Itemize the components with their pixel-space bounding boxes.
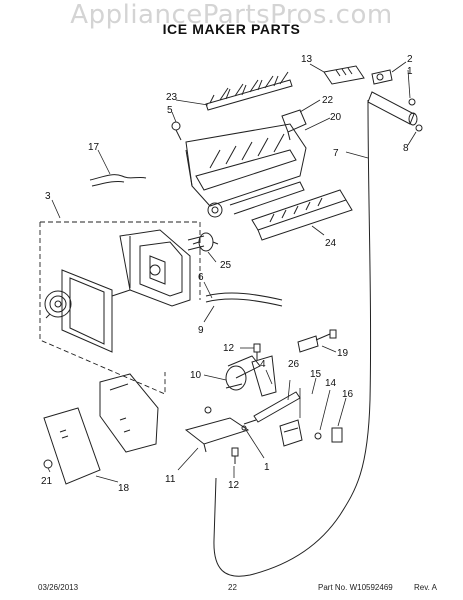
callout-2: 2 xyxy=(407,54,413,65)
callout-15: 15 xyxy=(310,369,322,380)
cover-13 xyxy=(323,65,365,85)
screw-5 xyxy=(171,121,182,141)
fill-tube-8 xyxy=(367,91,418,126)
clip-15 xyxy=(279,419,303,447)
gear-25 xyxy=(192,232,219,252)
screw-8 xyxy=(415,124,423,132)
fill-tube-inlet-2 xyxy=(371,69,393,85)
control-housing xyxy=(119,229,205,307)
callout-16: 16 xyxy=(342,389,354,400)
callout-numbers: 13 2 1 23 22 5 20 8 7 17 3 24 25 6 9 12 … xyxy=(41,54,413,494)
footer-page-number: 22 xyxy=(228,583,237,592)
valve-harness-26 xyxy=(241,391,301,431)
assembly-3-dashed-outline xyxy=(39,221,201,395)
callout-21: 21 xyxy=(41,476,53,487)
footer-part-number: Part No. W10592469 xyxy=(318,583,393,592)
callout-12-bottom: 12 xyxy=(228,480,240,491)
shaft xyxy=(111,289,131,297)
screw-21 xyxy=(43,459,53,469)
callout-1-top: 1 xyxy=(407,66,413,77)
shield-24 xyxy=(251,189,353,241)
callout-11: 11 xyxy=(165,474,176,485)
callout-17: 17 xyxy=(88,142,100,153)
part-16 xyxy=(331,427,343,443)
ejector-23 xyxy=(205,71,293,111)
ice-maker-tray-20 xyxy=(185,123,307,218)
tube-6-9 xyxy=(205,292,283,307)
bracket-22 xyxy=(281,109,307,141)
cover-plate-18 xyxy=(43,407,101,485)
callout-6: 6 xyxy=(198,272,204,283)
callout-24: 24 xyxy=(325,238,337,249)
callout-26: 26 xyxy=(288,359,300,370)
callout-23: 23 xyxy=(166,92,178,103)
mold-front-plate xyxy=(44,269,113,353)
connector-19 xyxy=(297,329,337,353)
screw-1-top xyxy=(408,98,416,106)
callout-7: 7 xyxy=(333,148,339,159)
screw-12-bottom xyxy=(231,447,239,464)
footer-revision: Rev. A xyxy=(414,583,437,592)
screw-12-top xyxy=(253,343,261,360)
callout-13: 13 xyxy=(301,54,313,65)
callout-14: 14 xyxy=(325,378,337,389)
module-cover-3 xyxy=(99,373,159,453)
callout-9: 9 xyxy=(198,325,204,336)
water-valve-10 xyxy=(204,355,277,414)
harness-17 xyxy=(89,174,147,181)
wire-harness-7 xyxy=(213,99,372,577)
callout-22: 22 xyxy=(322,95,334,106)
callout-12-top: 12 xyxy=(223,343,235,354)
callout-3: 3 xyxy=(45,191,51,202)
callout-5: 5 xyxy=(167,105,173,116)
bracket-11 xyxy=(184,417,250,453)
page-title: ICE MAKER PARTS xyxy=(162,21,301,37)
callout-10: 10 xyxy=(190,370,202,381)
leader-lines xyxy=(47,61,417,483)
callout-19: 19 xyxy=(337,348,349,359)
callout-4: 4 xyxy=(260,359,266,370)
callout-1-bottom: 1 xyxy=(264,462,270,473)
callout-20: 20 xyxy=(330,112,342,123)
callout-8: 8 xyxy=(403,143,409,154)
callout-25: 25 xyxy=(220,260,232,271)
footer-date: 03/26/2013 xyxy=(38,583,79,592)
callout-18: 18 xyxy=(118,483,130,494)
watermark: AppliancePartsPros.com xyxy=(70,0,393,30)
screw-14 xyxy=(314,432,322,440)
